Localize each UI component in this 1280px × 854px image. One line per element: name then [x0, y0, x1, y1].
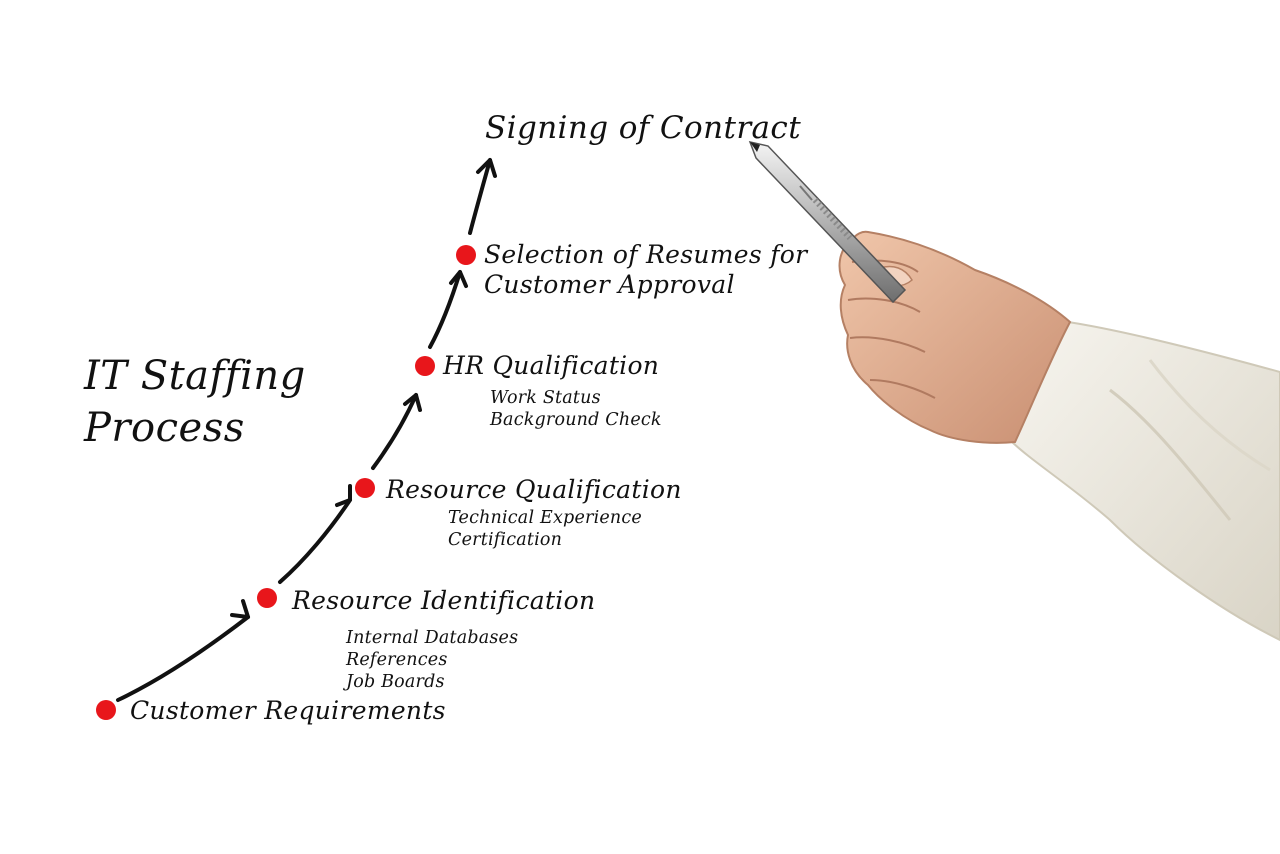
- step-4-label: HR Qualification: [443, 351, 660, 380]
- step-5-label-line-1: Selection of Resumes for: [484, 240, 808, 269]
- step-5-marker: [456, 245, 476, 265]
- step-2-detail-3: Job Boards: [346, 672, 445, 692]
- arrow-1-head: [230, 599, 250, 619]
- diagram-title: IT Staffing Process: [84, 350, 306, 454]
- arrow-group: [116, 158, 497, 702]
- step-4-detail-1: Work Status: [490, 388, 601, 408]
- arrow-3: [371, 393, 418, 470]
- step-4-detail-2: Background Check: [490, 410, 662, 430]
- step-1-label: Customer Requirements: [130, 696, 446, 725]
- title-line-1: IT Staffing: [84, 353, 306, 399]
- step-3-marker: [355, 478, 375, 498]
- step-2-detail-1: Internal Databases: [346, 628, 519, 648]
- step-2-detail-2: References: [346, 650, 448, 670]
- step-5-label: Selection of Resumes for Customer Approv…: [484, 240, 807, 300]
- step-3-label: Resource Qualification: [386, 475, 682, 504]
- final-step-label: Signing of Contract: [485, 110, 802, 146]
- arrow-2: [278, 498, 352, 584]
- step-2-label: Resource Identification: [292, 586, 596, 615]
- arrow-3-head: [403, 393, 422, 412]
- sleeve-icon: [1008, 320, 1280, 642]
- arrow-5: [468, 158, 492, 235]
- step-3-details: Technical Experience Certification: [448, 507, 642, 551]
- step-4-marker: [415, 356, 435, 376]
- step-1-marker: [96, 700, 116, 720]
- step-5-label-line-2: Customer Approval: [484, 270, 735, 299]
- step-2-marker: [257, 588, 277, 608]
- step-3-detail-1: Technical Experience: [448, 508, 642, 528]
- step-3-detail-2: Certification: [448, 530, 563, 550]
- arrow-4: [428, 270, 462, 349]
- pen-icon: [748, 140, 907, 304]
- arrow-2-head: [335, 484, 352, 507]
- arrow-4-head: [449, 270, 468, 288]
- step-2-details: Internal Databases References Job Boards: [346, 627, 518, 693]
- arrow-5-head: [476, 158, 497, 178]
- step-4-details: Work Status Background Check: [490, 387, 662, 431]
- arrow-1: [116, 615, 250, 702]
- title-line-2: Process: [84, 405, 245, 451]
